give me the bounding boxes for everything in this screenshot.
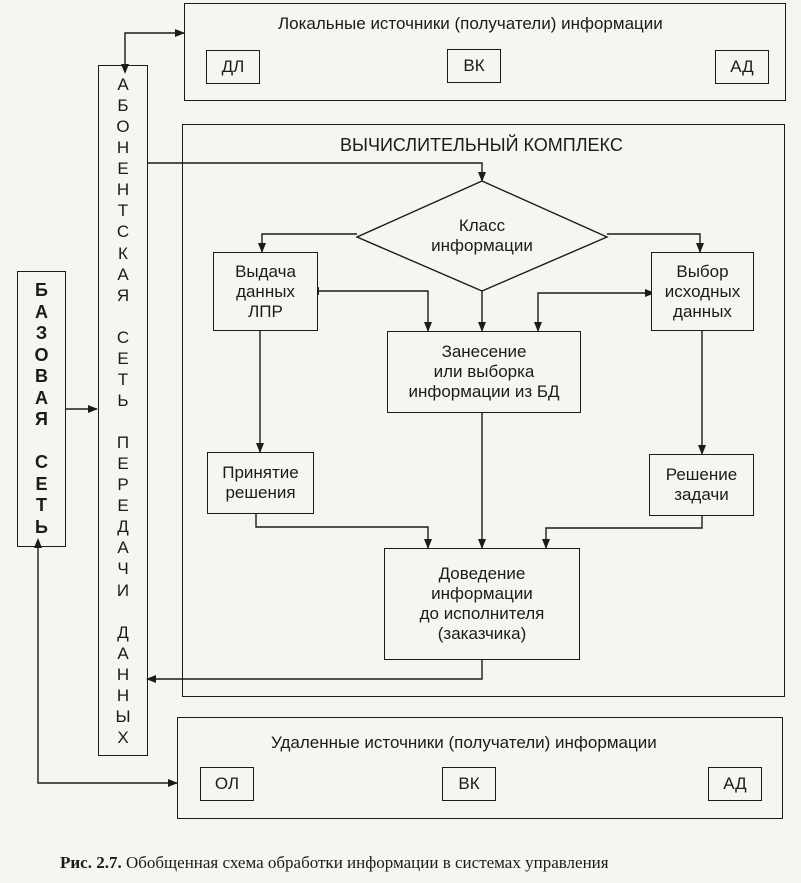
base-letter: В	[35, 366, 48, 387]
sub-letter: Е	[117, 496, 129, 516]
base-letter: Б	[35, 280, 48, 300]
local-item-vk: ВК	[447, 49, 501, 83]
sub-letter: Н	[116, 664, 130, 684]
arrow-subscriber-to-class	[148, 162, 486, 182]
base-network-box	[17, 271, 66, 547]
remote-item-ol: ОЛ	[200, 767, 254, 801]
arrow-base-remote	[34, 538, 178, 787]
base-network-label: Б А З О В А Я С Е Т Ь	[17, 280, 66, 537]
db-node: Занесение или выборка информации из БД	[387, 331, 581, 413]
sub-letter: Ь	[117, 390, 129, 410]
base-letter: Т	[36, 495, 47, 516]
sub-letter: С	[116, 327, 130, 347]
sub-letter: Т	[117, 369, 129, 389]
sub-letter: Х	[117, 727, 129, 747]
task-node: Решение задачи	[649, 454, 754, 516]
sub-letter: Т	[117, 201, 129, 221]
remote-item-ad: АД	[708, 767, 762, 801]
subscriber-network-label: А Б О Н Е Н Т С К А Я С Е Т Ь П Е Р Е Д …	[98, 76, 148, 746]
sub-letter: Д	[117, 517, 129, 537]
sub-letter: Р	[117, 475, 129, 495]
sub-letter: И	[116, 580, 130, 600]
base-letter: А	[35, 301, 48, 322]
base-letter: З	[35, 323, 48, 344]
sub-letter: Е	[117, 454, 129, 474]
sub-letter: Н	[116, 138, 130, 158]
decision-node: Принятие решения	[207, 452, 314, 514]
arrow-task-to-deliver	[542, 516, 703, 549]
sub-letter: А	[117, 643, 129, 663]
sub-letter: А	[117, 538, 129, 558]
sub-letter: О	[116, 117, 130, 137]
arrow-subscriber-local	[121, 29, 185, 74]
sub-letter: Б	[117, 96, 129, 116]
base-letter: А	[35, 387, 48, 408]
local-item-ad: АД	[715, 50, 769, 84]
figure-caption: Рис. 2.7. Обобщенная схема обработки инф…	[60, 853, 609, 873]
deliver-node: Доведение информации до исполнителя (зак…	[384, 548, 580, 660]
sub-letter: К	[118, 243, 128, 263]
sub-letter: Ч	[117, 559, 129, 579]
computing-complex-panel	[182, 124, 785, 697]
arrow-class-to-issue	[258, 233, 357, 253]
sub-letter: Е	[117, 159, 129, 179]
local-sources-panel	[184, 3, 786, 101]
sub-letter: А	[117, 264, 129, 284]
sub-letter: Д	[117, 622, 129, 642]
figure-caption-text: Обобщенная схема обработки информации в …	[125, 853, 609, 872]
remote-sources-title: Удаленные источники (получатели) информа…	[271, 733, 657, 752]
sub-letter: С	[116, 222, 130, 242]
base-letter: Я	[35, 409, 48, 430]
remote-sources-panel	[177, 717, 783, 819]
arrow-decision-to-deliver	[255, 514, 432, 549]
base-letter: О	[34, 344, 49, 365]
figure-number: Рис. 2.7.	[60, 853, 122, 872]
sub-letter: А	[117, 75, 129, 94]
base-letter: Е	[35, 473, 48, 494]
arrow-class-to-select	[607, 233, 704, 253]
local-item-dl: ДЛ	[206, 50, 260, 84]
base-letter: Ь	[35, 516, 48, 537]
arrow-deliver-to-subscriber	[146, 660, 483, 683]
sub-letter: Н	[116, 685, 130, 705]
arrow-select-db	[534, 289, 655, 332]
arrow-issue-db	[309, 287, 432, 332]
local-sources-title: Локальные источники (получатели) информа…	[278, 14, 663, 33]
subscriber-network-box	[98, 65, 148, 756]
sub-letter: Е	[117, 348, 129, 368]
computing-complex-title: ВЫЧИСЛИТЕЛЬНЫЙ КОМПЛЕКС	[340, 135, 623, 155]
issue-data-node: Выдача данных ЛПР	[213, 252, 318, 331]
sub-letter: Н	[116, 180, 130, 200]
sub-letter: Ы	[115, 706, 131, 726]
class-node: Класс информации	[431, 216, 533, 255]
base-letter: С	[35, 452, 48, 473]
select-data-node: Выбор исходных данных	[651, 252, 754, 331]
sub-letter: Я	[116, 285, 130, 305]
remote-item-vk: ВК	[442, 767, 496, 801]
sub-letter: П	[116, 433, 130, 453]
